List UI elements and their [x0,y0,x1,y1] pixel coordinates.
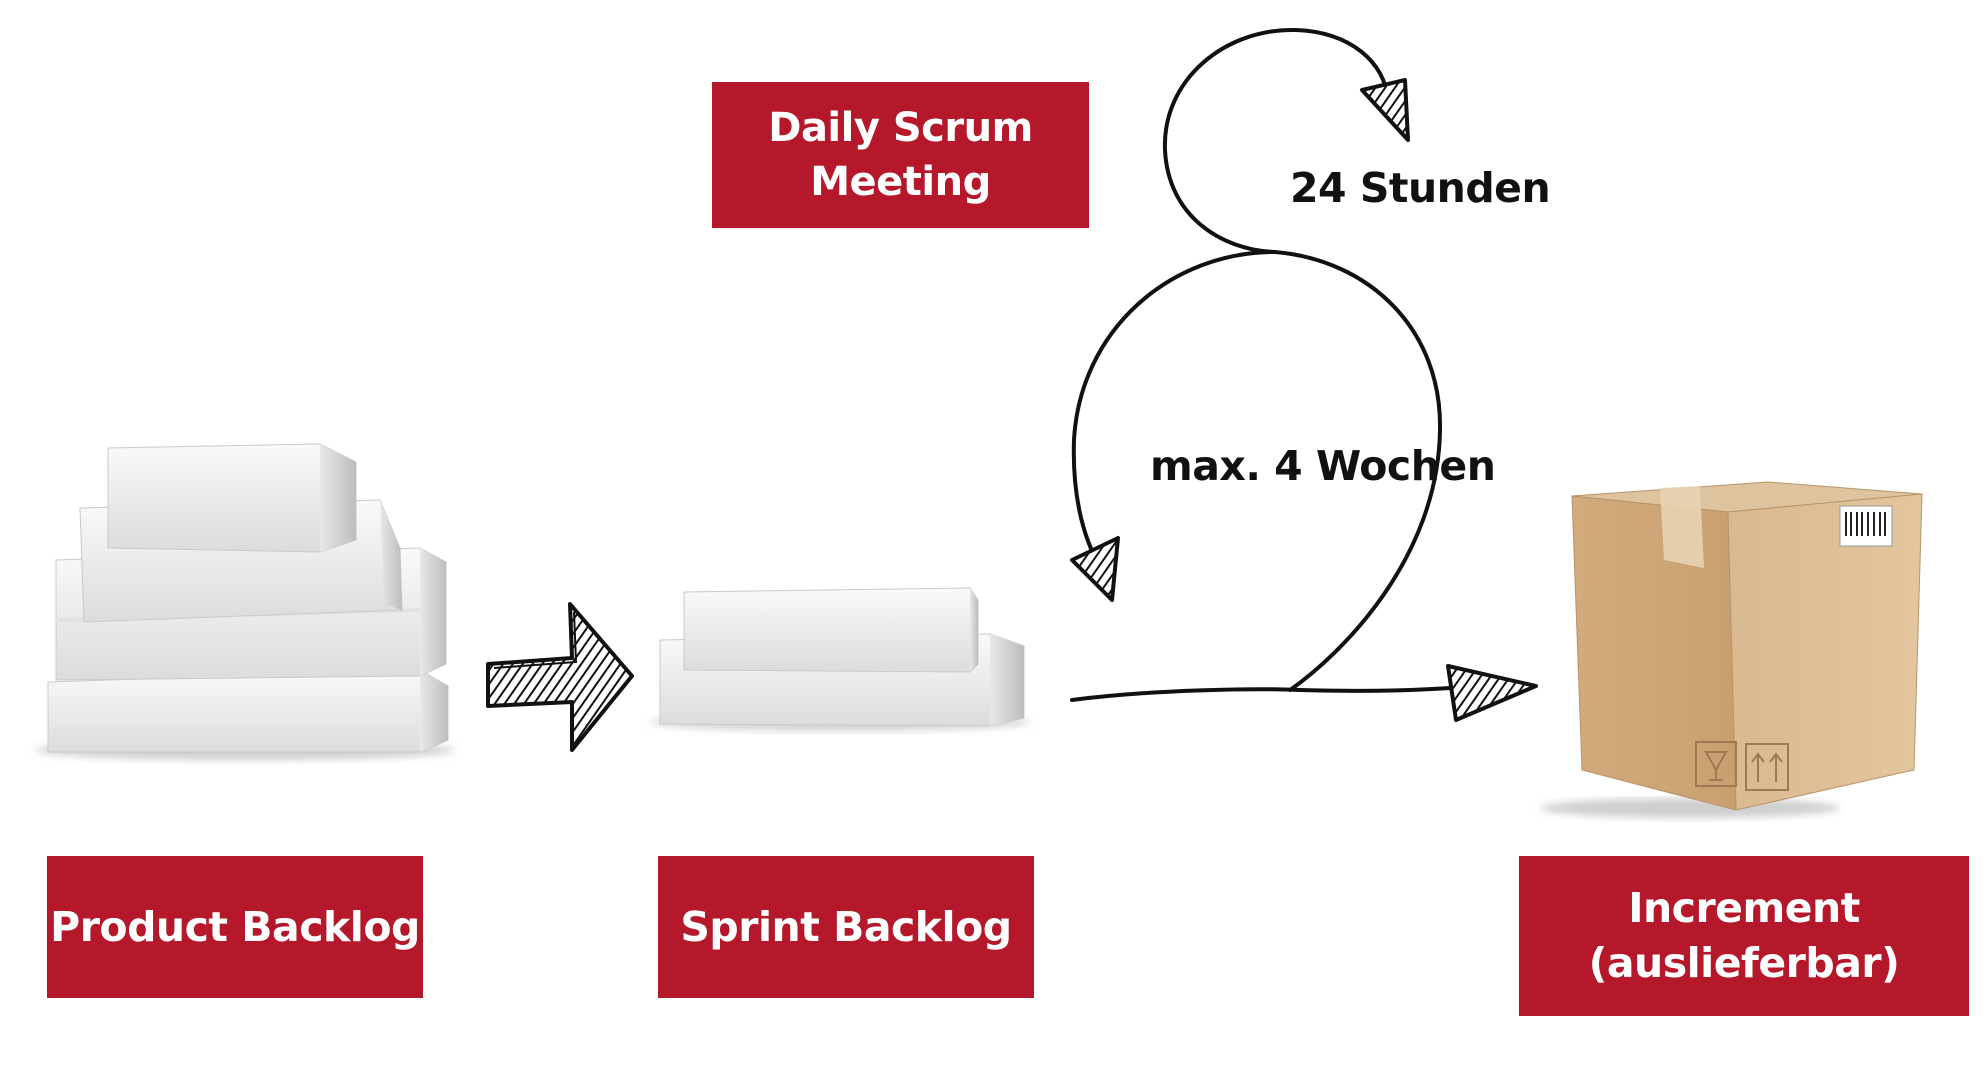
sprint-backlog-text: Sprint Backlog [680,903,1012,951]
book-stack-icon [35,443,455,760]
increment-label: Increment (auslieferbar) [1519,856,1969,1016]
product-backlog-label: Product Backlog [47,856,423,998]
cycle-max-4-weeks-label: max. 4 Wochen [1150,442,1496,490]
increment-line-1: Increment [1628,884,1860,932]
daily-scrum-label: Daily Scrum Meeting [712,82,1089,228]
book-pair-icon [650,587,1030,731]
product-backlog-text: Product Backlog [50,903,420,951]
hand-drawn-arrow-icon [486,602,634,752]
cardboard-box-icon [1540,481,1923,818]
cycle-24h-label: 24 Stunden [1290,164,1551,212]
loop-arrow-icon [1070,27,1452,702]
daily-scrum-line-2: Meeting [810,159,991,205]
loop-arrowheads [1070,78,1538,722]
increment-line-2: (auslieferbar) [1588,939,1900,987]
daily-scrum-line-1: Daily Scrum [768,105,1033,151]
sprint-backlog-label: Sprint Backlog [658,856,1034,998]
